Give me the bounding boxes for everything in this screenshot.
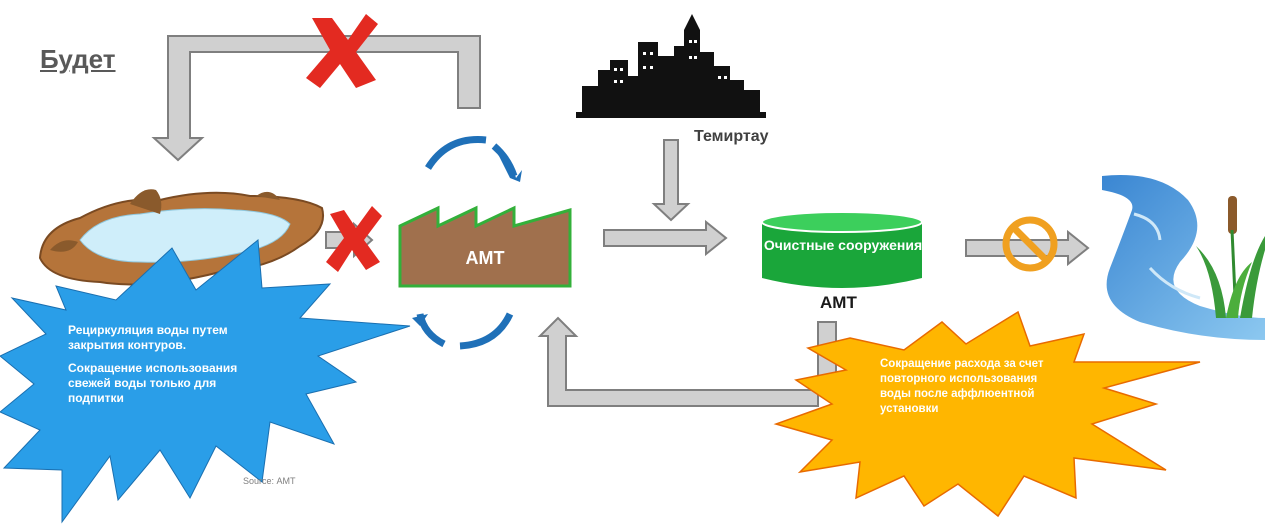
return-arrow — [537, 316, 837, 407]
cycle-arrow-top-icon — [425, 136, 522, 182]
reeds-icon — [1196, 196, 1265, 319]
cross-pond-icon — [326, 206, 382, 272]
factory-to-plant-arrow — [603, 219, 728, 257]
treatment-plant-sublabel: АМТ — [820, 293, 857, 312]
city-down-arrow — [651, 139, 691, 222]
plant-to-river-arrow — [965, 229, 1090, 267]
forbidden-sign-icon — [1002, 216, 1058, 272]
orange-callout-text: Сокращение расхода за счет повторного ис… — [880, 358, 1044, 415]
orange-callout-burst — [773, 310, 1201, 518]
blue-callout-line1: Рециркуляция воды путем закрытия контуро… — [68, 323, 228, 352]
source-note: Source: АМТ — [243, 476, 296, 486]
cycle-arrow-bottom-icon — [412, 312, 514, 350]
blue-callout-line2: Сокращение использования свежей воды тол… — [68, 361, 238, 405]
top-loop-arrow — [151, 35, 481, 162]
skyline-windows — [614, 40, 727, 83]
river-icon — [1102, 175, 1265, 340]
cross-top-icon — [306, 14, 378, 88]
blue-callout-burst — [0, 239, 411, 524]
factory-label: АМТ — [465, 248, 505, 268]
blue-callout-text: Рециркуляция воды путем закрытия контуро… — [68, 323, 268, 414]
factory-icon — [398, 205, 572, 288]
city-label: Темиртау — [694, 128, 769, 145]
treatment-plant-label: Очистные сооружения — [763, 237, 923, 253]
page-title: Будет — [40, 44, 116, 74]
treatment-plant-icon — [761, 211, 923, 288]
city-skyline-icon — [576, 14, 766, 118]
